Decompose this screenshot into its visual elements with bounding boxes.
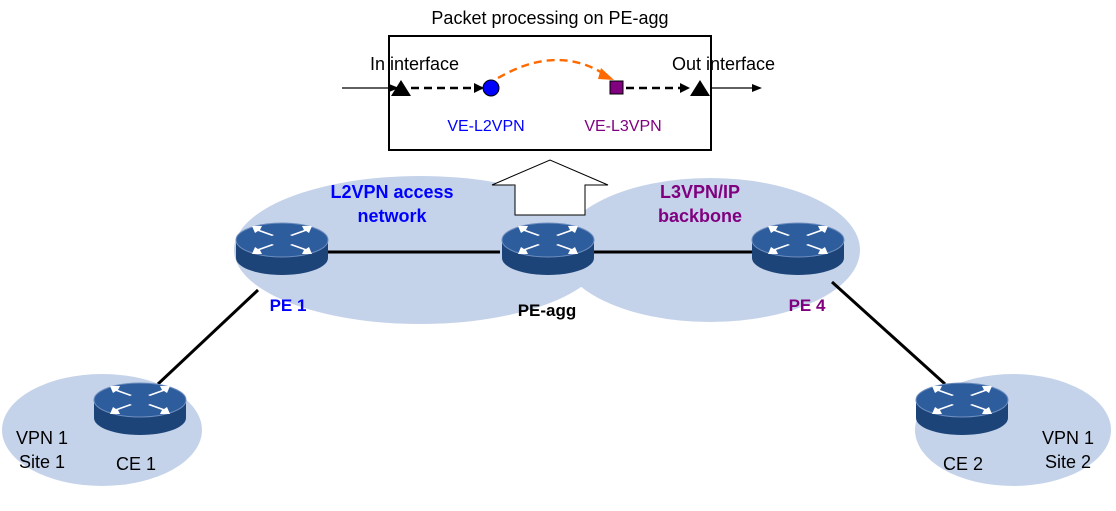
site2-label-line1: VPN 1 — [1042, 428, 1094, 448]
l2vpn-network-label-line2: network — [357, 206, 427, 226]
ce2-label: CE 2 — [943, 454, 983, 474]
link-pe4-ce2 — [830, 280, 947, 386]
forwarding-arc — [497, 58, 611, 80]
ve-l2vpn-dot — [482, 79, 500, 97]
ve-l2vpn-label: VE-L2VPN — [447, 118, 524, 135]
pe1-label: PE 1 — [270, 296, 307, 315]
router-pe-agg — [501, 222, 595, 276]
l2vpn-network-label-line1: L2VPN access — [330, 182, 453, 202]
ve-l3vpn-square — [609, 80, 624, 95]
l2vpn-network-cloud — [234, 176, 606, 324]
in-arrow-head — [389, 84, 399, 92]
l3vpn-network-label-line1: L3VPN/IP — [660, 182, 740, 202]
site1-label-line1: VPN 1 — [16, 428, 68, 448]
router-ce1 — [93, 382, 187, 436]
l3vpn-network-cloud — [560, 178, 860, 322]
detail-box — [388, 35, 712, 151]
detail-box-title: Packet processing on PE-agg — [431, 8, 668, 28]
out-arrow-head — [752, 84, 762, 92]
in-interface-label: In interface — [370, 54, 459, 74]
ve-l3vpn-label: VE-L3VPN — [584, 118, 661, 135]
in-dashed-arrowhead — [474, 83, 484, 93]
site2-label-line2: Site 2 — [1045, 452, 1091, 472]
router-ce2 — [915, 382, 1009, 436]
forwarding-arc-head — [598, 68, 614, 80]
site1-label-line2: Site 1 — [19, 452, 65, 472]
out-interface-marker — [690, 80, 710, 96]
router-pe4 — [751, 222, 845, 276]
ce1-label: CE 1 — [116, 454, 156, 474]
zoom-arrow — [491, 159, 609, 216]
out-dashed-arrowhead — [680, 83, 690, 93]
pe4-label: PE 4 — [789, 296, 826, 315]
pe-agg-label: PE-agg — [518, 301, 577, 320]
router-pe1 — [235, 222, 329, 276]
l3vpn-network-label-line2: backbone — [658, 206, 742, 226]
in-interface-marker — [391, 80, 411, 96]
link-ce1-pe1 — [156, 288, 260, 386]
out-interface-label: Out interface — [672, 54, 775, 74]
